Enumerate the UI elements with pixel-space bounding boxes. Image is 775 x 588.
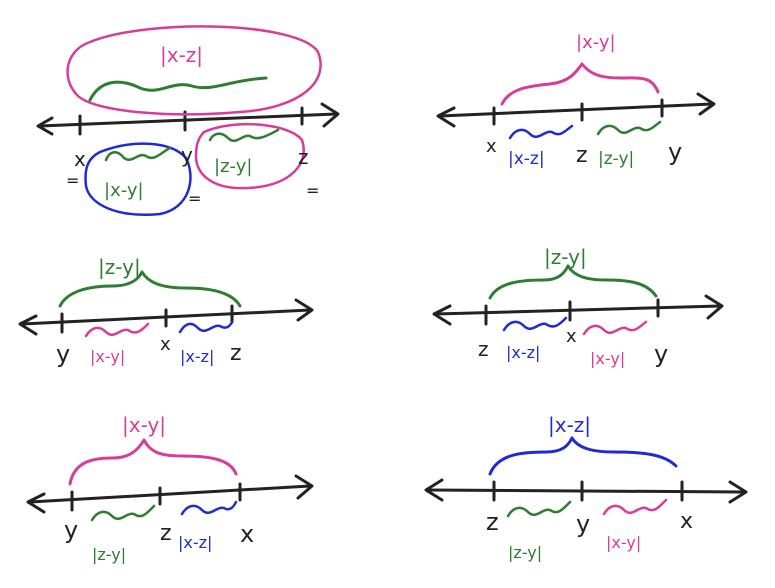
panel-4: |z-y| z x y |x-z| |x-y| (432, 245, 724, 368)
point-label: x (240, 520, 254, 548)
point-label: y (576, 510, 590, 538)
outer-label: |z-y| (98, 255, 141, 279)
point-label: y (668, 138, 682, 166)
outer-brace (88, 76, 268, 102)
outer-brace (488, 436, 678, 476)
segment-label: |x-y| (606, 533, 641, 552)
point-label: y (654, 340, 668, 368)
segment-label: |x-z| (508, 149, 545, 169)
panel-3: |z-y| y x z |x-y| |x-z| (18, 255, 314, 368)
panel-1: |x-z| x y z |x-y| |z-y| = = = (36, 25, 340, 216)
equals-sign: = (306, 181, 319, 200)
number-line (38, 112, 338, 128)
segment-brace (596, 120, 662, 136)
segment-brace (178, 320, 234, 334)
right-arrowhead (294, 474, 314, 500)
point-label: y (181, 143, 193, 167)
outer-label: |z-y| (544, 245, 587, 269)
left-arrowhead (424, 478, 444, 502)
segment-brace (502, 316, 568, 332)
segment-brace (582, 320, 648, 336)
panel-2: |x-y| x z y |x-z| |z-y| (436, 32, 716, 169)
point-label: x (74, 147, 86, 171)
outer-brace (488, 264, 658, 300)
point-label: x (566, 326, 577, 347)
number-line (28, 484, 312, 504)
segment-circle-blue (84, 142, 192, 216)
segment-brace (84, 322, 150, 338)
segment-label: |x-y| (590, 349, 625, 368)
outer-brace (58, 270, 242, 308)
segment-brace (180, 500, 238, 516)
right-arrowhead (696, 92, 716, 116)
outer-label: |x-z| (548, 413, 591, 437)
segment-label: |x-z| (506, 343, 540, 362)
point-label: z (160, 521, 172, 546)
segment-label: |x-z| (180, 347, 214, 366)
equals-sign: = (188, 189, 201, 208)
right-arrowhead (728, 480, 748, 504)
segment-brace (104, 146, 172, 162)
segment-label: |z-y| (214, 156, 252, 177)
left-arrowhead (36, 116, 54, 136)
segment-label: |x-y| (104, 180, 144, 201)
point-label: x (160, 334, 171, 355)
right-arrowhead (320, 102, 340, 128)
outer-brace (68, 438, 238, 486)
right-arrowhead (704, 294, 724, 320)
left-arrowhead (432, 304, 452, 326)
segment-label: |z-y| (508, 543, 542, 562)
segment-label: |x-y| (90, 347, 125, 366)
segment-brace (208, 128, 280, 143)
outer-ellipse (66, 25, 322, 116)
segment-label: |x-z| (178, 533, 212, 552)
point-label: z (576, 143, 588, 168)
segment-brace (506, 500, 572, 518)
point-label: z (486, 508, 499, 536)
point-label: z (298, 145, 309, 169)
point-label: z (230, 341, 242, 366)
segment-circle-pink (194, 122, 305, 190)
segment-brace (90, 504, 156, 522)
left-arrowhead (26, 492, 46, 514)
number-line (438, 102, 714, 118)
right-arrowhead (294, 298, 314, 322)
left-arrowhead (436, 106, 456, 128)
point-label: x (680, 509, 693, 534)
number-line (426, 488, 746, 494)
outer-brace (500, 62, 660, 106)
point-label: x (486, 136, 497, 157)
number-line (434, 304, 722, 316)
left-arrowhead (18, 314, 38, 336)
panel-6: |x-z| z y x |z-y| |x-y| (424, 413, 748, 562)
outer-label: |x-z| (160, 43, 203, 67)
segment-label: |z-y| (598, 149, 634, 169)
equals-sign: = (66, 171, 79, 190)
segment-label: |z-y| (92, 545, 126, 564)
point-label: y (64, 516, 78, 544)
segment-brace (602, 498, 668, 516)
panel-5: |x-y| y z x |z-y| |x-z| (26, 413, 314, 564)
outer-label: |x-y| (576, 32, 616, 53)
point-label: z (478, 337, 489, 361)
segment-brace (508, 124, 574, 140)
outer-label: |x-y| (122, 413, 166, 437)
point-label: y (56, 340, 70, 368)
